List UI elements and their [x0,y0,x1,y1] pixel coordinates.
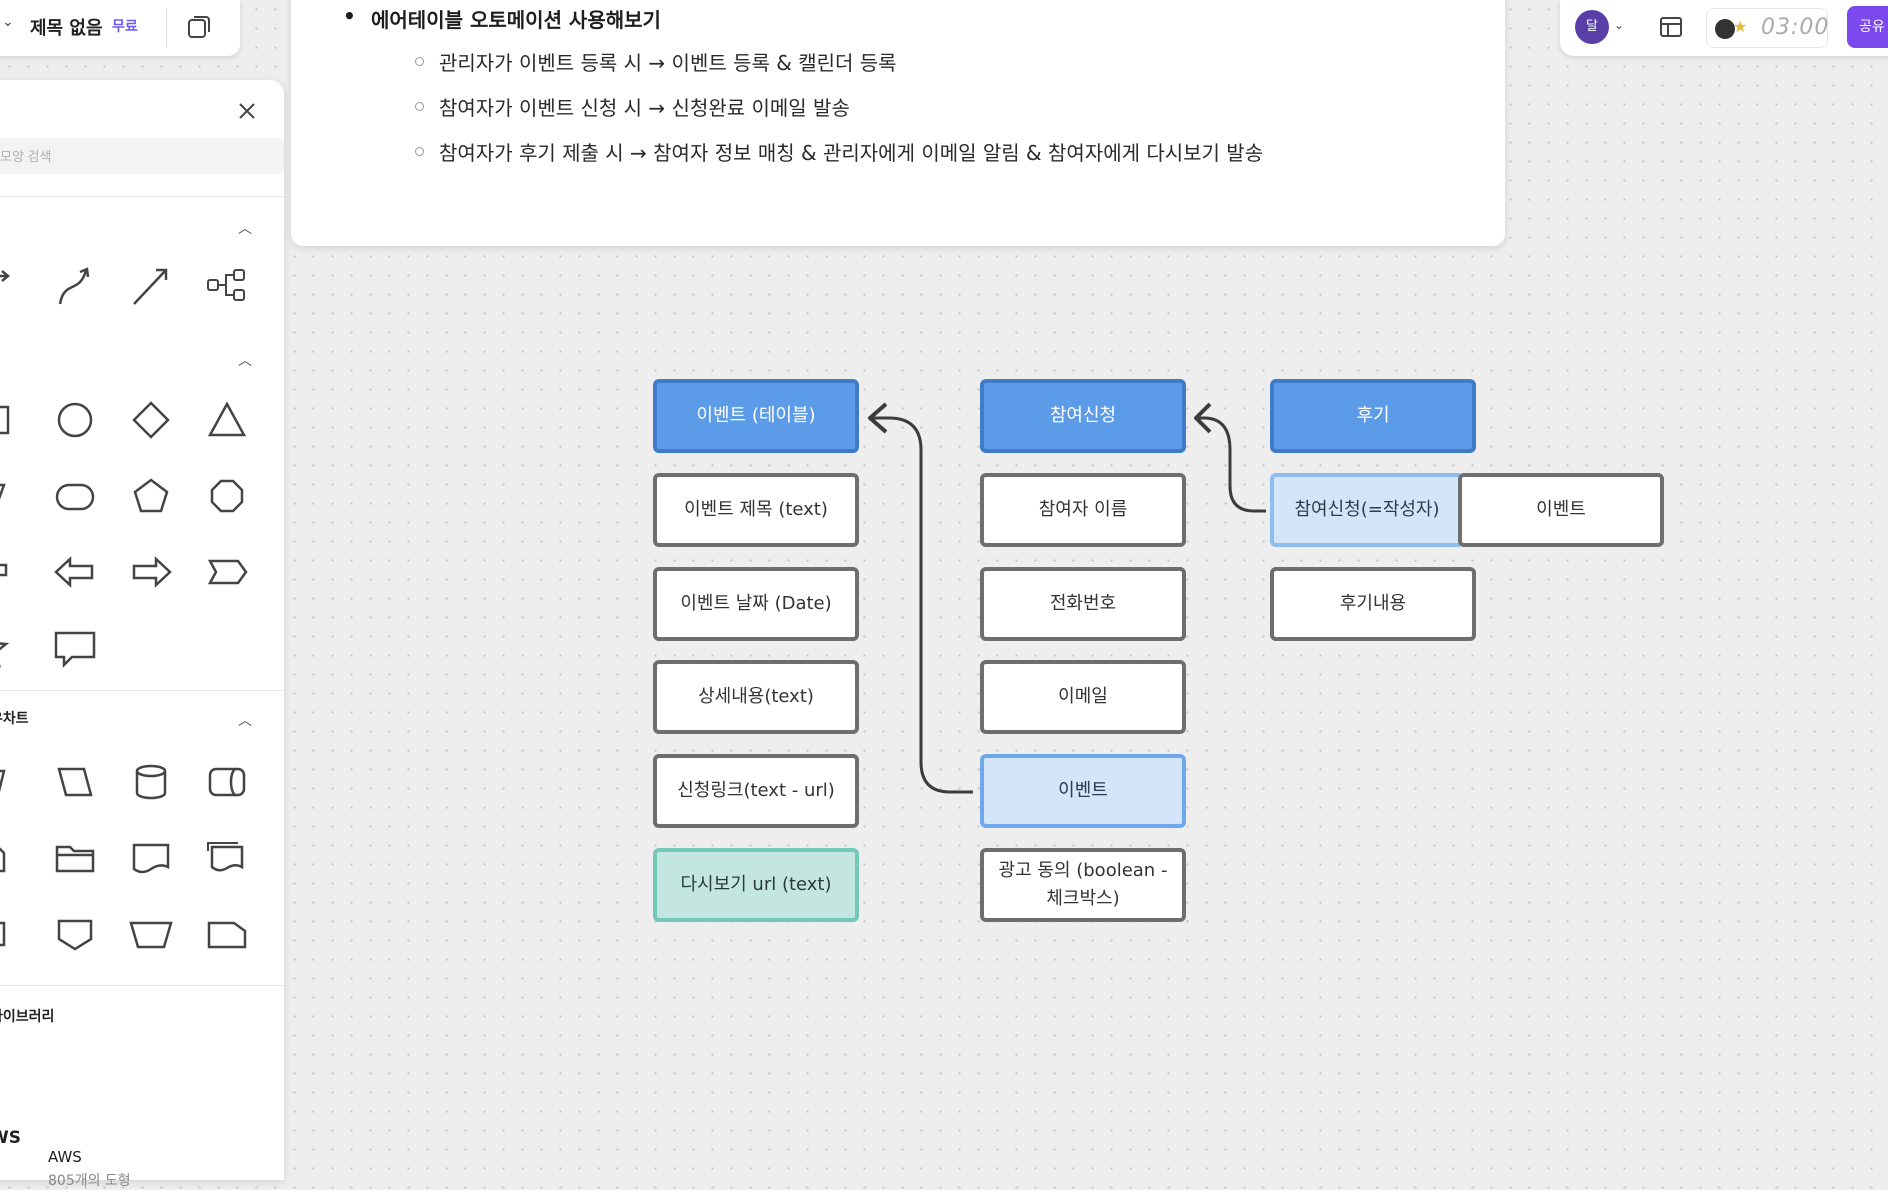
application-field[interactable]: 전화번호 [980,567,1186,641]
chevron-shape-icon[interactable] [202,547,252,597]
predefined-process-icon[interactable] [0,909,24,959]
curved-connector-icon[interactable] [50,260,100,310]
manual-operation-icon[interactable] [126,909,176,959]
rectangle-icon[interactable] [0,395,24,445]
speech-bubble-icon[interactable] [50,623,100,673]
timer-value: 03:00 [1761,15,1830,40]
mindmap-icon[interactable] [202,260,252,310]
divider [0,690,284,691]
application-field[interactable]: 이메일 [980,660,1186,734]
chevron-down-icon[interactable]: ⌄ [1614,18,1625,32]
diamond-icon[interactable] [126,395,176,445]
chevron-down-icon[interactable]: ⌄ [2,14,14,30]
divider [166,8,167,48]
layout-icon[interactable] [1658,14,1684,44]
note-item: 참여자가 후기 제출 시 → 참여자 정보 매칭 & 관리자에게 이메일 알림 … [414,137,1263,166]
note-card[interactable]: 에어테이블 오토메이션 사용해보기 관리자가 이벤트 등록 시 → 이벤트 등록… [291,0,1505,246]
collapse-shapes-caret-icon[interactable]: ︿ [238,353,252,369]
review-field[interactable]: 후기내용 [1270,567,1476,641]
library-section-label: 라이브러리 [0,1009,55,1025]
loop-limit-icon[interactable] [202,909,252,959]
application-field[interactable]: 광고 동의 (boolean - 체크박스) [980,848,1186,922]
event-field[interactable]: 상세내용(text) [653,660,859,734]
top-right-toolbar: 달 ⌄ ★ 03:00 공유 [1560,0,1888,56]
document-title-bar: ⌄ 제목 없음 무료 [0,0,240,56]
folder-icon[interactable] [50,833,100,883]
database-cylinder-icon[interactable] [126,757,176,807]
cross-icon[interactable] [0,547,24,597]
aws-logo: WS [0,1128,21,1148]
pentagon-icon[interactable] [126,471,176,521]
event-field[interactable]: 이벤트 날짜 (Date) [653,567,859,641]
timer[interactable]: ★ 03:00 [1706,8,1828,48]
review-author-link-field[interactable]: 참여신청(=작성자) [1270,473,1460,547]
divider [0,985,284,986]
avatar[interactable]: 달 [1575,10,1609,44]
sparkle-icon: ★ [1733,17,1748,36]
document-shape-icon[interactable] [126,833,176,883]
divider [0,196,284,197]
close-icon[interactable] [236,100,258,126]
application-field[interactable]: 참여자 이름 [980,473,1186,547]
review-table-header[interactable]: 후기 [1270,379,1476,453]
timer-avatar-icon [1715,19,1735,39]
plan-badge[interactable]: 무료 [112,19,138,35]
octagon-icon[interactable] [202,471,252,521]
rounded-rectangle-icon[interactable] [50,471,100,521]
triangle-icon[interactable] [202,395,252,445]
flowchart-section-label: 우차트 [0,711,29,727]
duplicate-icon[interactable] [186,14,212,44]
right-arrow-shape-icon[interactable] [126,547,176,597]
shape-search-input[interactable] [0,138,284,174]
library-name[interactable]: AWS [48,1148,82,1166]
note-item: 관리자가 이벤트 등록 시 → 이벤트 등록 & 캘린더 등록 [415,47,897,76]
event-table-header[interactable]: 이벤트 (테이블) [653,379,859,453]
collapse-flowchart-caret-icon[interactable]: ︿ [238,713,252,729]
application-event-link-field[interactable]: 이벤트 [980,754,1186,828]
application-table-header[interactable]: 참여신청 [980,379,1186,453]
library-shape-count: 805개의 도형 [48,1173,131,1189]
off-page-connector-icon[interactable] [50,909,100,959]
flowchart-card-icon[interactable] [0,833,24,883]
straight-arrow-icon[interactable] [126,260,176,310]
circle-icon[interactable] [50,395,100,445]
flowchart-trapezoid-icon[interactable] [50,757,100,807]
star-icon[interactable] [0,623,24,673]
event-field[interactable]: 신청링크(text - url) [653,754,859,828]
note-heading: 에어테이블 오토메이션 사용해보기 [343,4,661,33]
left-arrow-shape-icon[interactable] [50,547,100,597]
parallelogram-icon[interactable] [0,471,24,521]
event-field[interactable]: 다시보기 url (text) [653,848,859,922]
stored-data-icon[interactable] [202,757,252,807]
document-title[interactable]: 제목 없음 [30,18,103,39]
share-button[interactable]: 공유 [1847,6,1888,48]
shape-panel: ︿ ︿ 우차트 ︿ 라이브러리 WS AWS 805개의 도형 [0,80,284,1189]
multi-document-icon[interactable] [202,833,252,883]
note-item: 참여자가 이벤트 신청 시 → 신청완료 이메일 발송 [415,92,850,121]
collapse-lines-caret-icon[interactable]: ︿ [238,221,252,237]
elbow-connector-icon[interactable] [0,260,24,310]
event-field[interactable]: 이벤트 제목 (text) [653,473,859,547]
review-event-link-field[interactable]: 이벤트 [1458,473,1664,547]
flowchart-manual-input-icon[interactable] [0,757,24,807]
